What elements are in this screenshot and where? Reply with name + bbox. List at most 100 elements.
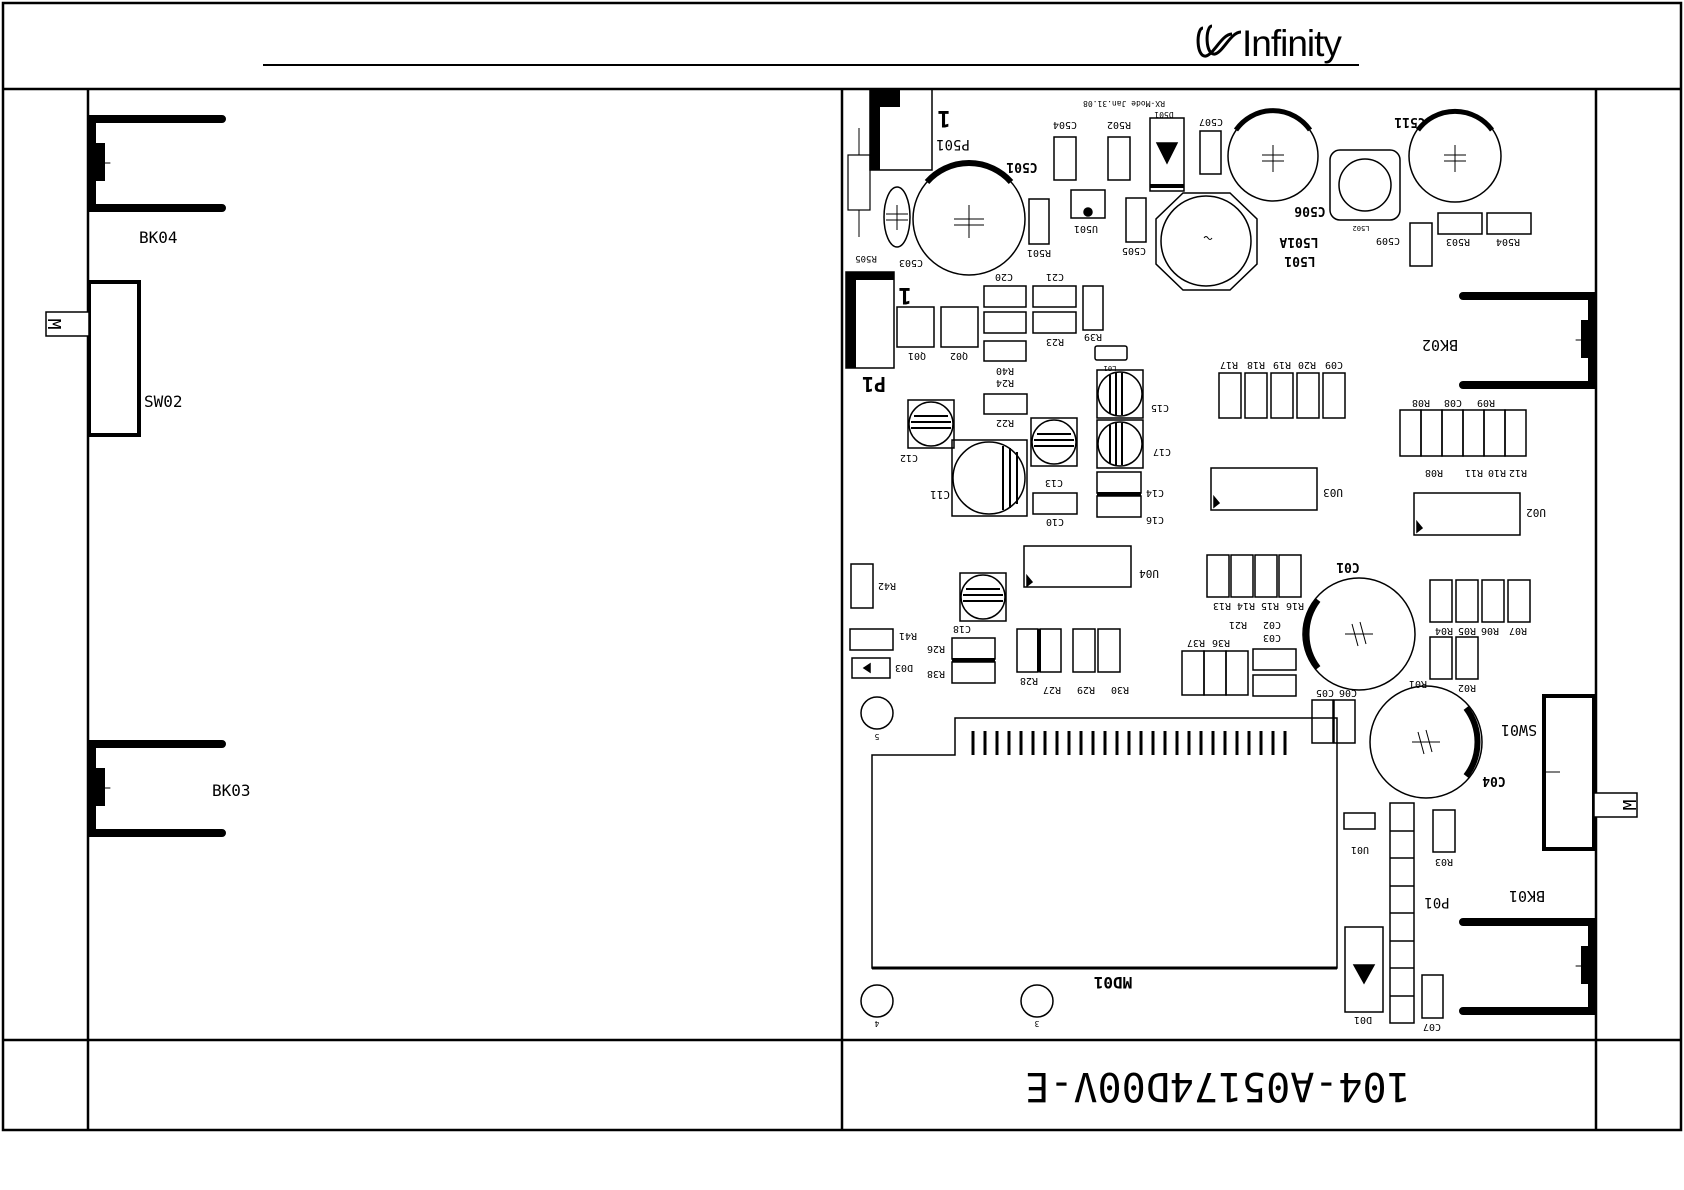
ref-label: C17	[1153, 446, 1171, 457]
resistor-r29	[1072, 628, 1096, 673]
ref-label: R22	[996, 417, 1014, 428]
drawing-frame	[1, 1, 1683, 1132]
ref-label: C05	[1316, 687, 1334, 698]
ref-label: R30	[1111, 684, 1129, 695]
capacitor-c15	[1096, 369, 1144, 419]
ref-label: L502	[1353, 224, 1370, 232]
ref-label: R23	[1046, 336, 1064, 347]
ref-label: C504	[1053, 119, 1077, 130]
capacitor-c03	[1252, 674, 1297, 697]
ref-label: R09	[1477, 397, 1495, 408]
resistor-array-r36-r37	[1181, 650, 1249, 696]
ref-label: U04	[1139, 567, 1159, 580]
resistor-r26	[951, 637, 996, 660]
ref-label: MD01	[1094, 973, 1133, 992]
bracket-bk04	[88, 115, 226, 212]
ref-label: C511	[1394, 114, 1425, 129]
ref-label: R20	[1298, 359, 1316, 370]
logo-text: Infinity	[1242, 23, 1342, 64]
capacitor-c504	[1053, 136, 1077, 181]
bracket-label: BK03	[212, 781, 251, 800]
ref-label: L01	[1104, 364, 1117, 372]
ref-label: R04	[1435, 625, 1453, 636]
capacitor-c503	[883, 186, 911, 248]
capacitor-c509	[1409, 222, 1433, 267]
ref-label: D01	[1354, 1014, 1372, 1025]
ref-label: R15	[1261, 600, 1279, 611]
ref-label: R06	[1481, 625, 1499, 636]
ref-label: R21	[1229, 619, 1247, 630]
bracket-bk03	[88, 740, 226, 837]
ref-label: R12	[1509, 467, 1527, 478]
connector-p01	[1389, 802, 1415, 1024]
resistor-r03	[1432, 809, 1456, 853]
module-pin-row	[971, 731, 1287, 755]
capacitor-c11	[951, 439, 1028, 517]
pcb-note: RX-Mode Jan.31.08	[1083, 99, 1165, 108]
ref-label: R11	[1465, 467, 1483, 478]
capacitor-c18	[959, 572, 1007, 622]
resistor-r40	[983, 340, 1027, 362]
resistor-r23-left	[983, 311, 1027, 334]
ref-label: R24	[996, 377, 1014, 388]
inductor-l01	[1094, 345, 1128, 361]
left-panel: BK04 M SW02 BK03	[43, 115, 251, 837]
resistor-r28	[1016, 628, 1039, 673]
capacitor-c01	[1302, 577, 1416, 691]
resistor-r42	[850, 563, 874, 609]
regulator-u501	[1070, 189, 1106, 219]
display-module-md01	[871, 717, 1338, 970]
ref-label: L501A	[1279, 234, 1318, 249]
pcb-board	[845, 88, 1638, 1024]
ref-label: R08	[1425, 467, 1443, 478]
ref-label: R16	[1286, 600, 1304, 611]
capacitor-c02	[1252, 648, 1297, 671]
ref-label: C21	[1046, 271, 1064, 282]
ref-label: R03	[1435, 856, 1453, 867]
ref-label: R505	[855, 253, 877, 263]
resistor-array-r04-r07	[1429, 579, 1531, 623]
ref-label: C18	[953, 623, 971, 634]
pcb-labels: RX-Mode Jan.31.08 1 1 P501 P1 P01 MD01 C…	[855, 99, 1641, 1109]
bracket-label: BK01	[1509, 887, 1545, 905]
ref-label: D03	[895, 662, 913, 673]
resistor-r503	[1437, 212, 1483, 235]
resistor-array-r17-c09	[1218, 372, 1346, 419]
mounting-hole-4	[860, 984, 894, 1018]
ref-label: R38	[927, 668, 945, 679]
capacitor-c16	[1096, 495, 1142, 518]
ref-label: R17	[1220, 359, 1238, 370]
ref-label: R503	[1446, 236, 1470, 247]
capacitor-c511	[1408, 108, 1502, 203]
ref-label: P1	[862, 372, 886, 396]
capacitor-c20	[983, 285, 1027, 308]
transistor-q02	[940, 306, 979, 348]
ref-label: R13	[1213, 600, 1231, 611]
resistor-r23	[1032, 311, 1077, 334]
ref-label: R29	[1077, 684, 1095, 695]
diode-d501	[1149, 117, 1185, 192]
capacitor-c507	[1199, 130, 1222, 175]
resistor-r41	[849, 628, 894, 651]
ref-label: C509	[1376, 235, 1400, 246]
capacitor-c505	[1125, 197, 1147, 243]
infinity-logo-mark-icon	[1196, 24, 1242, 58]
ref-label: Q01	[908, 350, 926, 361]
ref-label: U501	[1074, 223, 1098, 234]
switch-marker: M	[43, 319, 64, 330]
ref-label: R42	[878, 580, 896, 591]
ic-u01	[1343, 812, 1376, 830]
resistor-array-r13-r16	[1206, 554, 1302, 598]
ref-label: R01	[1409, 678, 1427, 689]
ref-label: C03	[1263, 632, 1281, 643]
transistor-q01	[896, 306, 935, 348]
ref-label: C13	[1045, 477, 1063, 488]
ref-label: C503	[899, 257, 923, 268]
diode-d01	[1344, 926, 1384, 1013]
pin-one-marker: 1	[898, 282, 911, 307]
ref-label: R10	[1488, 467, 1506, 478]
ref-label: U03	[1323, 486, 1343, 499]
capacitor-c13	[1030, 417, 1078, 467]
diode-d03	[851, 657, 891, 679]
capacitor-c501	[912, 160, 1026, 276]
